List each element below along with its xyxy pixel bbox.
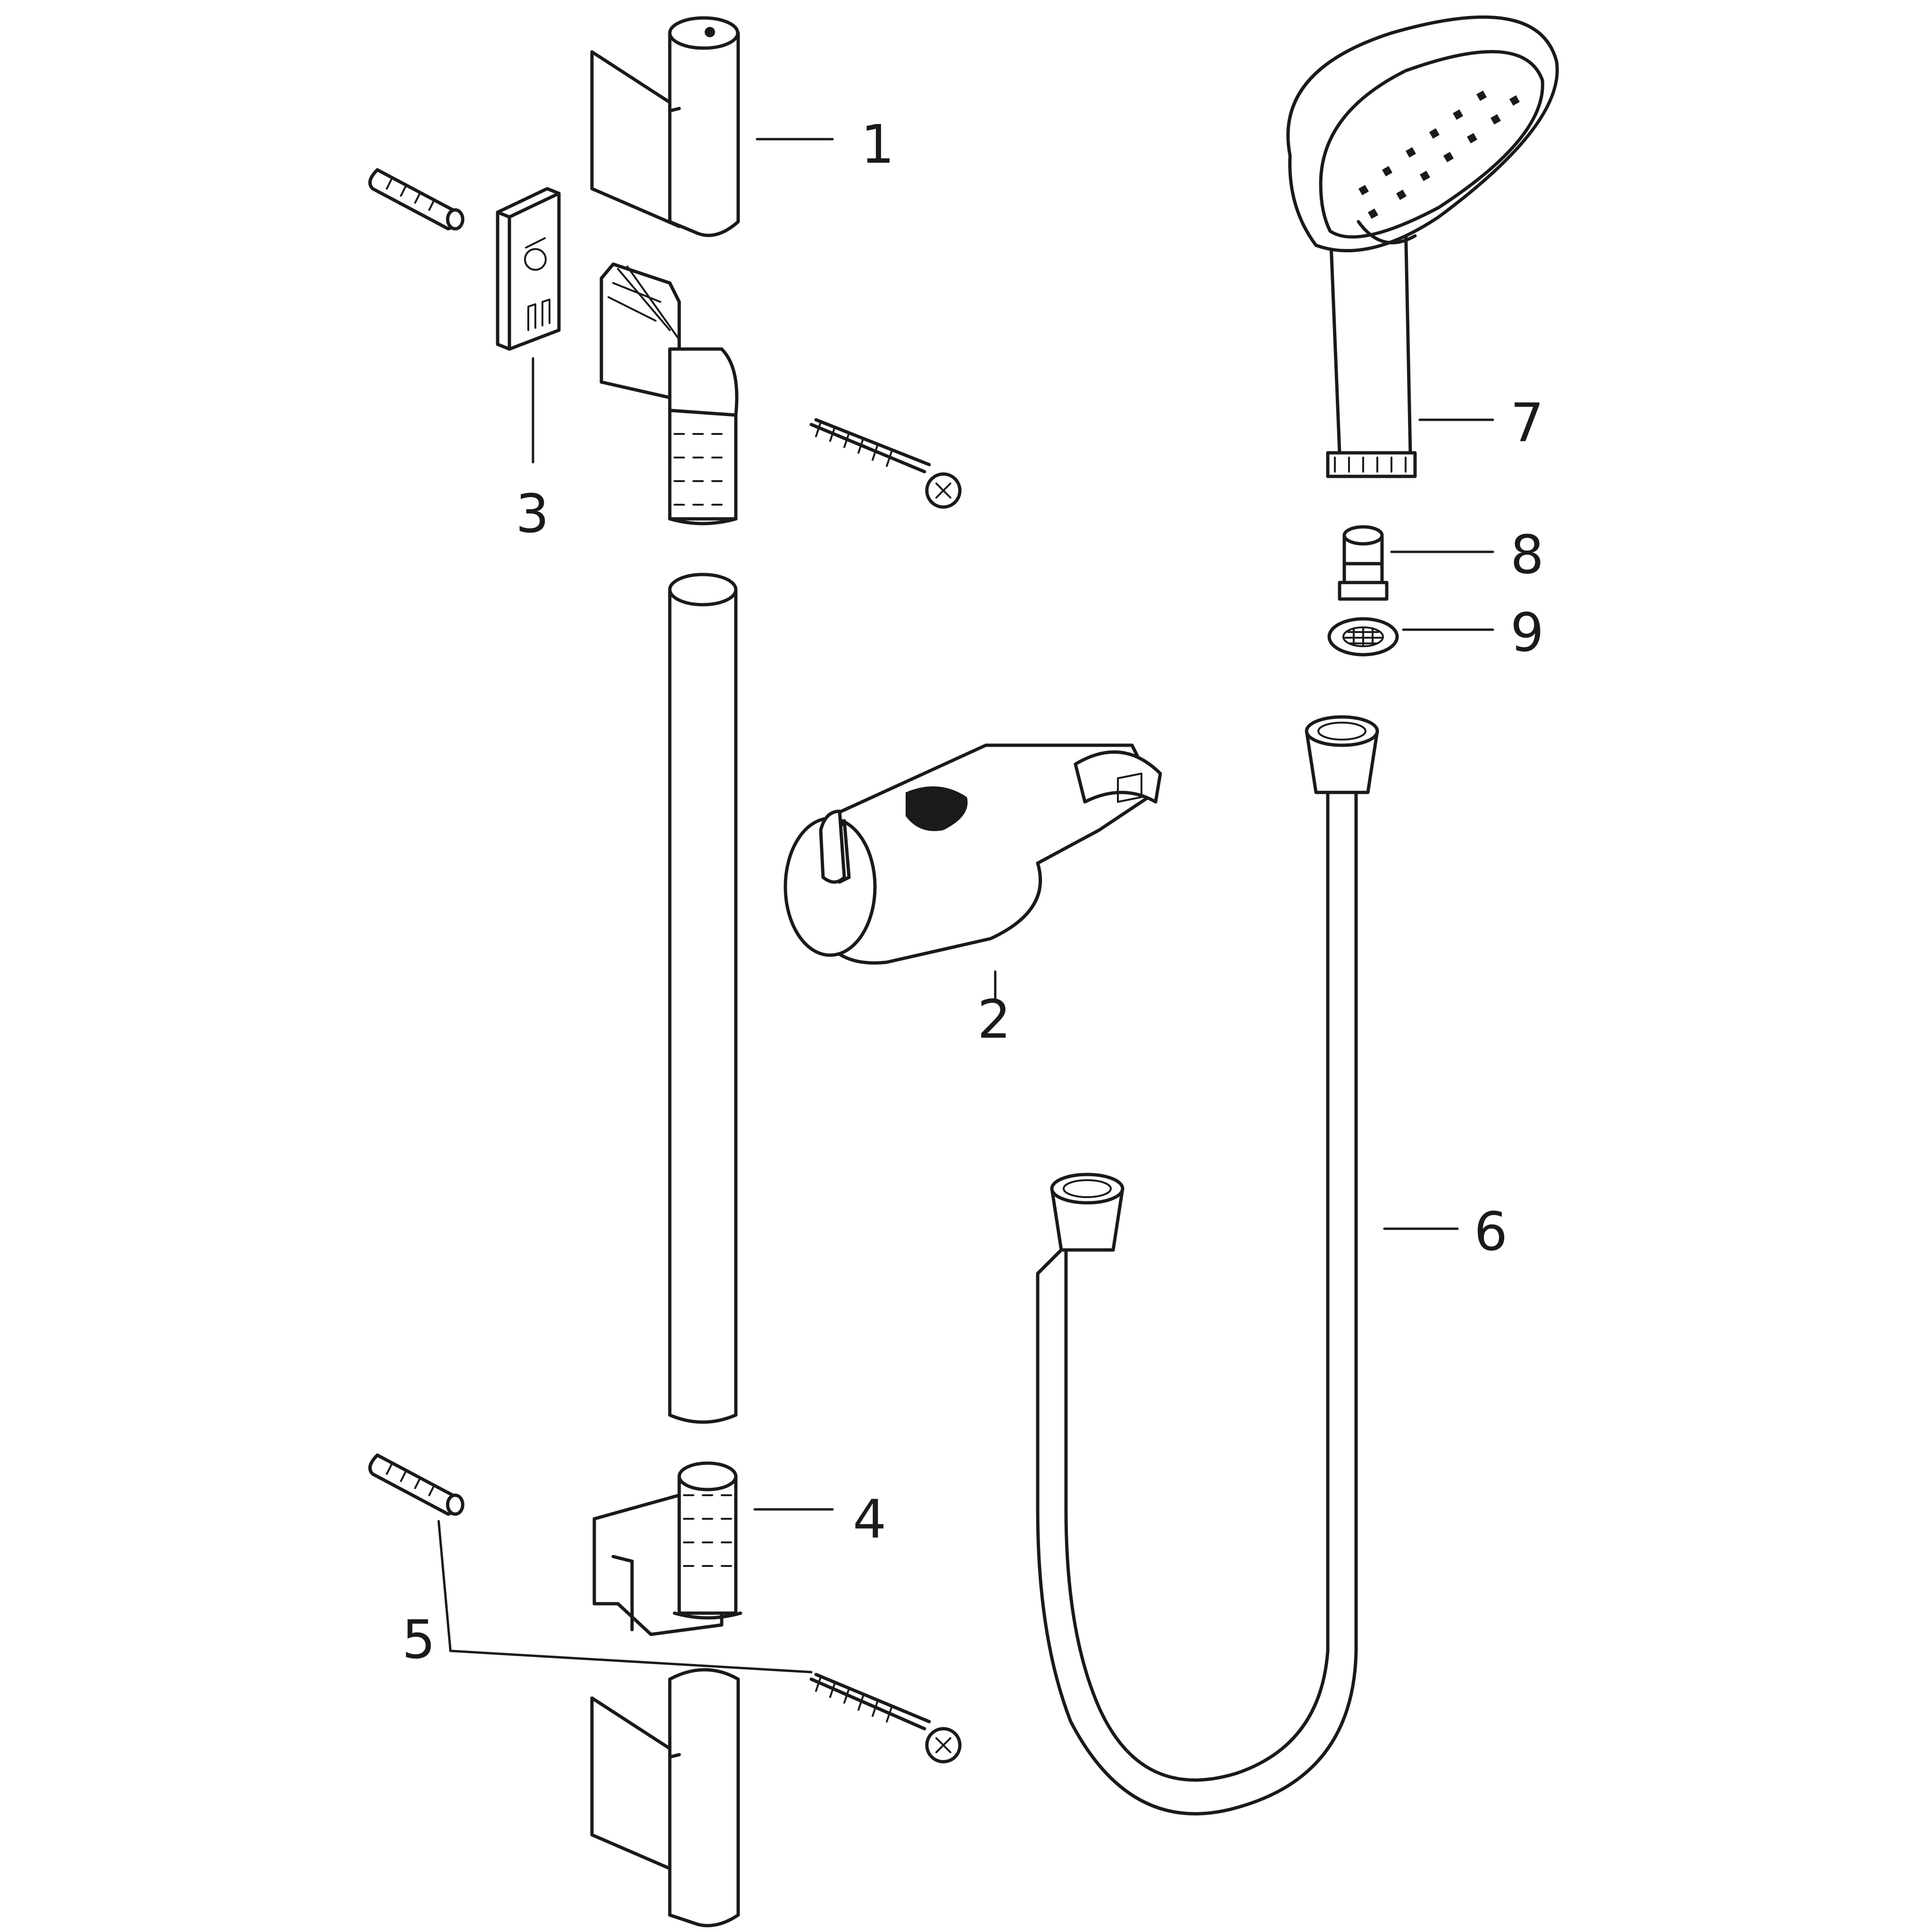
callout-8: 8 [1510,525,1544,586]
slider-holder-icon [783,743,1162,965]
callout-4: 4 [853,1489,886,1550]
hand-shower-icon [1286,15,1559,478]
callout-7: 7 [1510,392,1544,454]
top-screw-icon [809,418,962,509]
callout-9: 9 [1510,602,1544,664]
upper-wall-bracket-icon [600,262,739,525]
top-cover-cap-icon [590,16,740,237]
callout-2: 2 [977,989,1011,1050]
shower-hose-icon [1036,715,1379,1815]
top-dowel-icon [368,168,465,231]
leader-line-5 [437,1520,813,1674]
flow-restrictor-icon [1338,525,1389,601]
lower-wall-bracket-icon [592,1461,742,1636]
dowel-and-screw-icon [368,1453,962,1764]
callout-6: 6 [1474,1201,1507,1263]
callout-1: 1 [861,114,894,175]
wall-plate-icon [496,187,561,351]
callout-5: 5 [402,1609,435,1671]
slide-rail-icon [668,573,738,1424]
callout-3: 3 [516,483,549,545]
bottom-cover-icon [590,1668,740,1927]
sieve-washer-icon [1327,617,1399,657]
